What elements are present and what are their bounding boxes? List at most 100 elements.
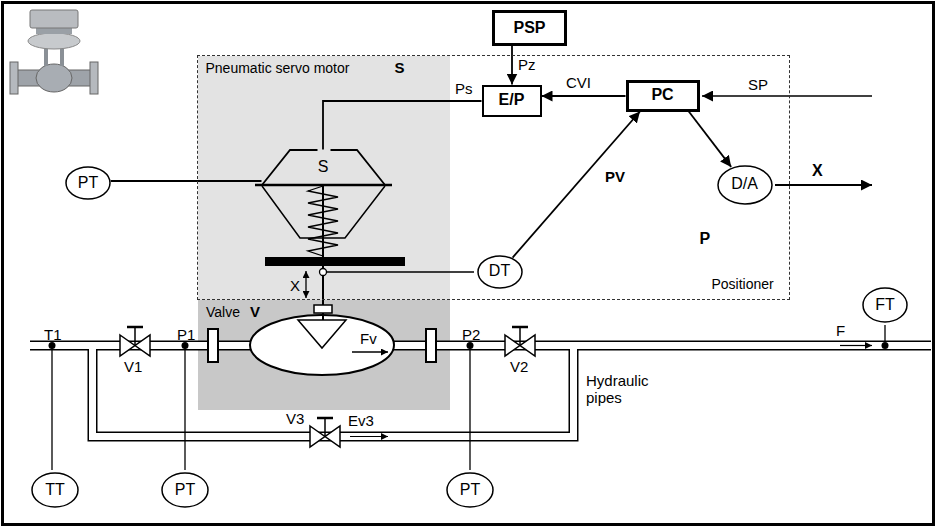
valve-plug (298, 320, 346, 348)
valve-handle (317, 417, 333, 420)
transmitter-circle: DT (477, 255, 523, 289)
signal-line (689, 112, 731, 167)
node-label: FT (875, 296, 895, 314)
circle-outline (162, 473, 208, 507)
flange (208, 329, 218, 362)
signal-name: SP (748, 76, 768, 93)
measuring-point-label: P1 (177, 326, 195, 343)
travel-label: X (290, 277, 300, 294)
measuring-point-label: T1 (44, 326, 62, 343)
node-label: PSP (513, 19, 545, 37)
node-label: PT (175, 481, 195, 499)
photo-actuator (36, 28, 72, 34)
pipe-bore (30, 346, 931, 437)
signal-line (542, 95, 626, 97)
node-label: DT (489, 262, 510, 280)
measuring-point (182, 342, 189, 349)
valve-label: V1 (124, 358, 142, 375)
photo-body (36, 64, 72, 92)
circle-outline (447, 473, 493, 507)
leader-line (184, 348, 185, 470)
flow-arrow (350, 436, 388, 437)
transmitter-circle: FT (862, 287, 908, 323)
measuring-point (49, 342, 56, 349)
flow-label: F (836, 322, 845, 339)
frame (3, 3, 934, 525)
node-label: PT (460, 481, 480, 499)
signal-name: Ps (455, 80, 473, 97)
signal-line (111, 180, 262, 182)
valve-handle (519, 327, 521, 346)
photo-flange (90, 62, 98, 94)
bonnet (314, 305, 332, 313)
actuator-chamber: S (262, 150, 385, 185)
positioner-region: PPositionerPneumatic servo motorSSE/PPCD… (197, 55, 790, 300)
region-letter: S (395, 59, 405, 76)
stem-joint (320, 269, 327, 276)
flow-label: Fv (360, 330, 377, 347)
leader-line (51, 348, 52, 470)
node-label: TT (45, 481, 65, 499)
flow-arrow (352, 351, 388, 352)
flange (426, 329, 436, 362)
stroke-plate (265, 257, 405, 266)
region-letter: V (250, 303, 260, 320)
photo-flange (10, 62, 18, 94)
node-label: PT (78, 174, 98, 192)
transmitter-circle: TT (31, 472, 79, 508)
signal-name: X (812, 162, 823, 180)
valve-handle (324, 418, 326, 437)
region-letter: Positioner (712, 276, 774, 292)
converter-box: E/P (482, 85, 542, 117)
leader-line (884, 325, 885, 342)
measuring-point (467, 342, 474, 349)
converter-circle: D/A (717, 165, 773, 205)
region-fill (198, 56, 450, 300)
measuring-point-label: P2 (462, 326, 480, 343)
transmitter-circle: PT (65, 166, 111, 200)
node-label: PC (651, 86, 673, 104)
valve-handle (512, 326, 528, 329)
transmitter-circle: PT (446, 472, 494, 508)
photo-positioner (30, 10, 78, 28)
signal-name: PV (605, 168, 625, 185)
leader-line (469, 348, 470, 470)
node-label: E/P (499, 91, 525, 109)
node-label: S (318, 158, 329, 176)
circle-outline (718, 166, 772, 204)
signal-line (323, 101, 482, 150)
travel-arrow (305, 271, 306, 298)
transmitter-circle: PT (161, 472, 209, 508)
pipe-wall (30, 346, 931, 437)
leader-line (326, 271, 474, 272)
signal-line (513, 112, 640, 258)
region-title: P (700, 230, 711, 248)
valve-label: V2 (510, 358, 528, 375)
valve-region: Valve V (198, 300, 450, 410)
pipe-label: Hydraulic pipes (586, 372, 666, 407)
diaphragm (255, 184, 392, 187)
signal-arrow (702, 95, 872, 97)
valve-handle (127, 326, 143, 329)
measuring-point (882, 342, 889, 349)
controller-box: PC (626, 80, 700, 112)
circle-outline (478, 256, 522, 288)
signal-line (511, 46, 513, 85)
signal-name: CVI (566, 74, 591, 91)
connectors (111, 46, 731, 258)
flow-label: Ev3 (348, 412, 374, 429)
photo-diaphragm (28, 33, 80, 49)
valve-handle (134, 327, 136, 346)
circle-outline (66, 167, 110, 199)
chamber-outline (262, 150, 385, 185)
node-label: D/A (731, 175, 758, 193)
region-title: Valve (206, 304, 240, 320)
flow-arrow (840, 345, 872, 346)
region-title: Pneumatic servo motor (206, 60, 350, 76)
supply-box: PSP (492, 10, 567, 46)
